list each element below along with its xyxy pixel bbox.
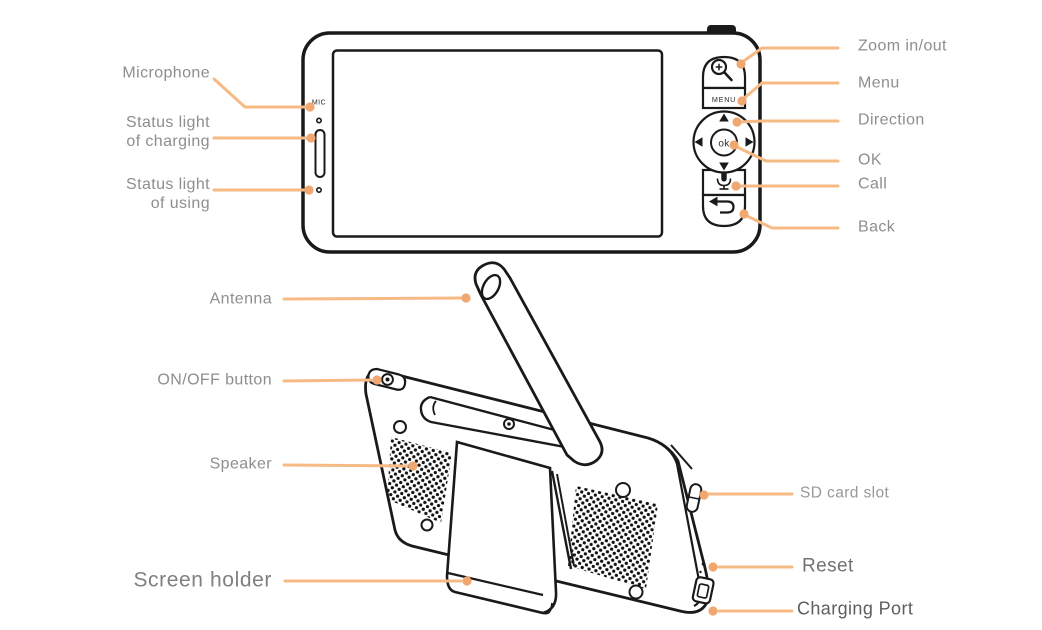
up-arrow-icon (719, 113, 729, 122)
leader-antenna (282, 296, 463, 301)
leader-speaker (282, 463, 409, 468)
label-back: Back (858, 218, 896, 236)
right-speaker-grille (568, 486, 658, 589)
screw-hole (393, 420, 407, 434)
label-direction: Direction (858, 111, 925, 129)
leader-microphone (212, 77, 308, 109)
down-arrow-icon (719, 162, 729, 171)
monitor-screen (331, 49, 664, 238)
sd-card-slot (685, 483, 703, 513)
label-speaker: Speaker (209, 455, 272, 473)
leader-on-off (282, 378, 373, 383)
right-arrow-icon (745, 137, 754, 147)
leader-direction (736, 119, 840, 124)
leader-ok (733, 144, 840, 163)
label-microphone: Microphone (122, 64, 210, 82)
label-charging-light: Status light of charging (126, 114, 210, 150)
back-view-illustration (364, 261, 715, 615)
call-mic-icon (716, 171, 732, 190)
button-column: MENU ok (692, 55, 756, 228)
screw-hole (420, 518, 434, 532)
leader-back (743, 213, 840, 230)
ok-button-label: ok (718, 139, 730, 150)
label-menu: Menu (858, 74, 900, 92)
leader-menu (740, 81, 840, 102)
label-reset: Reset (802, 555, 854, 577)
microphone-slot (314, 129, 326, 178)
antenna-hole (480, 273, 502, 301)
label-zoom: Zoom in/out (858, 37, 947, 55)
corner-facet (670, 444, 693, 470)
label-call: Call (858, 175, 888, 193)
left-speaker-grille (387, 437, 452, 523)
label-ok: OK (858, 151, 882, 169)
reset-hole (699, 562, 706, 574)
charging-port (691, 576, 715, 605)
hinge-screw (503, 418, 515, 430)
label-antenna: Antenna (209, 290, 272, 308)
magnifier-zoom-icon (710, 58, 733, 82)
antenna-hinge (419, 395, 598, 455)
screw-hole (615, 482, 631, 498)
screw-hole (628, 584, 644, 600)
left-arrow-icon (694, 137, 703, 147)
back-button (701, 193, 747, 228)
label-using-light: Status light of using (126, 176, 210, 212)
leader-zoom (739, 46, 840, 65)
menu-button-label: MENU (712, 95, 736, 104)
front-view-illustration: MIC MENU (301, 25, 762, 254)
charging-status-light (315, 117, 322, 124)
back-arrow-icon (709, 196, 735, 214)
label-screen-holder: Screen holder (133, 568, 272, 592)
label-charging-port: Charging Port (797, 598, 914, 619)
label-on-off-button: ON/OFF button (157, 371, 272, 389)
mic-marking: MIC (312, 100, 326, 107)
leader-lines (212, 46, 840, 616)
using-status-light (315, 187, 322, 194)
label-sd-card-slot: SD card slot (800, 484, 890, 502)
antenna (473, 261, 604, 467)
